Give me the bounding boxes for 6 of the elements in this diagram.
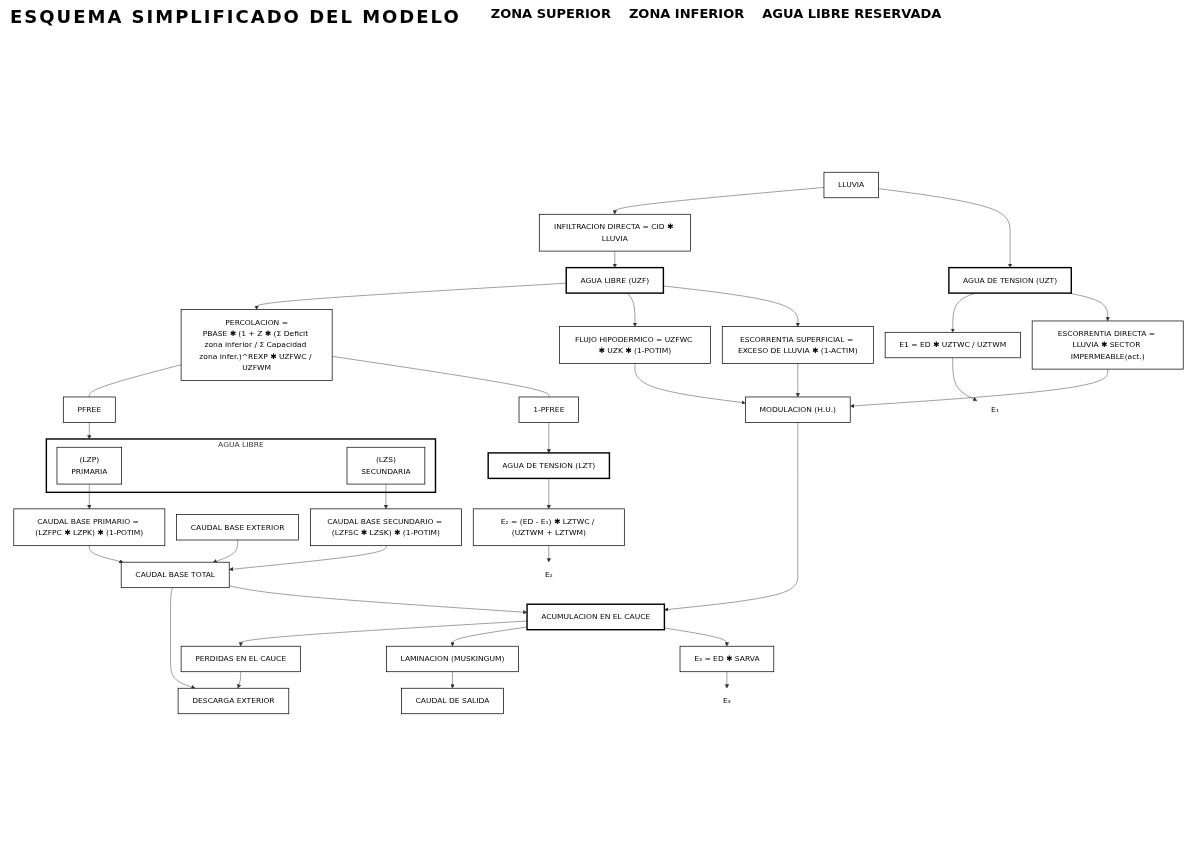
diagram-title: ESQUEMA SIMPLIFICADO DEL MODELO (10, 6, 461, 27)
connector (89, 364, 182, 398)
zone-label: ZONA SUPERIOR (490, 6, 611, 21)
zone-label: ZONA INFERIOR (628, 6, 745, 21)
zone-label: AGUA LIBRE RESERVADA (762, 6, 942, 21)
connector (331, 356, 550, 398)
